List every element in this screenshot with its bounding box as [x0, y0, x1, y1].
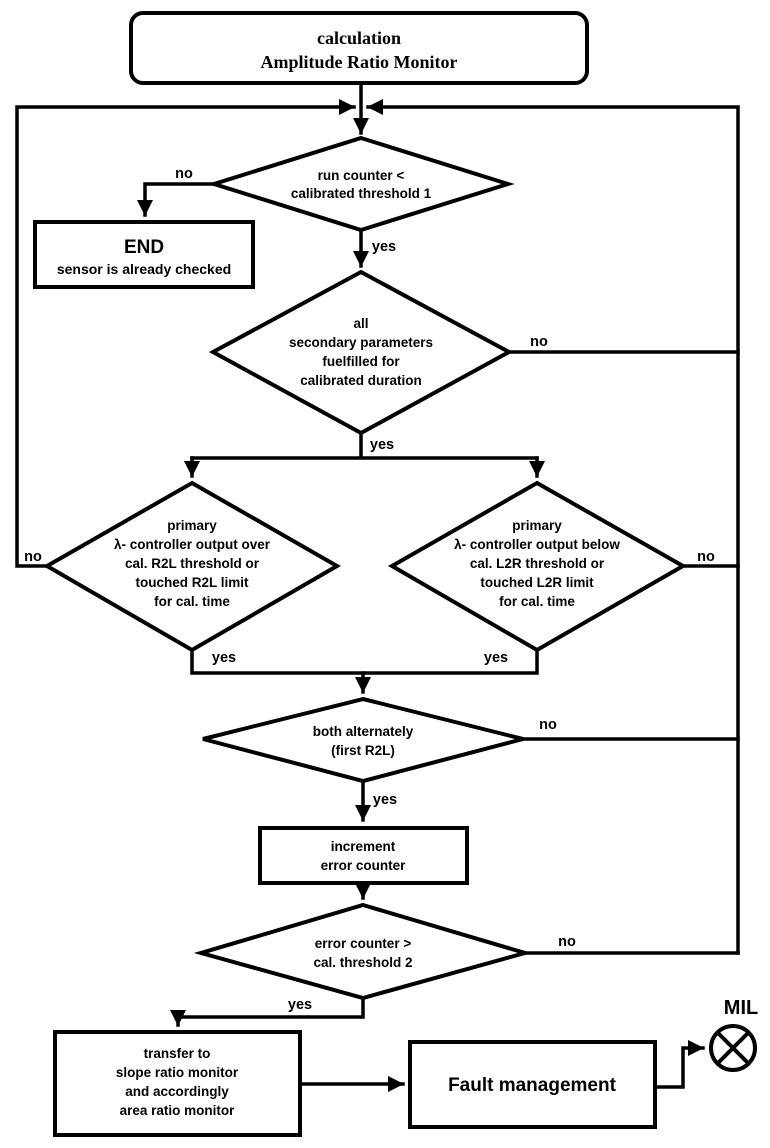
lambda-r2l-label-line-2: cal. R2L threshold or	[125, 556, 260, 571]
shapes-layer	[33, 11, 757, 1137]
edge-run-no-to-end	[137, 182, 216, 217]
lambda-r2l-label-line-4: for cal. time	[154, 594, 230, 609]
edge-label-l2r-no: no	[697, 549, 715, 565]
edge-label-run-no: no	[175, 166, 193, 182]
increment-box-shape	[258, 826, 469, 885]
lambda-r2l-decision-shape	[42, 480, 342, 653]
edge-left-loop	[15, 99, 356, 568]
edge-secondary-yes-split	[190, 431, 539, 460]
mil-label: MIL	[724, 997, 758, 1019]
start-label-line-1: Amplitude Ratio Monitor	[261, 52, 458, 72]
end-box-shape	[33, 220, 255, 289]
mil-lamp-x	[716, 1031, 750, 1065]
lambda-r2l-label-line-0: primary	[167, 518, 217, 533]
lambda-l2r-label-line-1: λ- controller output below	[454, 537, 620, 552]
edge-label-error-yes: yes	[288, 997, 312, 1013]
lambda-r2l-label-line-1: λ- controller output over	[114, 537, 271, 552]
transfer-label-line-1: slope ratio monitor	[116, 1065, 239, 1080]
start-terminator-shape	[129, 11, 589, 85]
increment-label-line-1: error counter	[321, 858, 407, 873]
both-alt-label-line-1: (first R2L)	[331, 743, 395, 758]
edge-error-yes-to-transfer	[170, 996, 365, 1027]
edge-label-secondary-yes: yes	[370, 437, 394, 453]
edge-label-both-yes: yes	[373, 792, 397, 808]
transfer-label-line-2: and accordingly	[125, 1084, 229, 1099]
error-counter-label-line-1: cal. threshold 2	[313, 955, 412, 970]
edges-layer	[15, 81, 740, 1092]
edge-labels-layer: no yes no yes no yes no yes no yes no ye…	[24, 166, 715, 1013]
lambda-l2r-label-line-2: cal. L2R threshold or	[470, 556, 605, 571]
text-layer: calculation Amplitude Ratio Monitor run …	[57, 28, 758, 1118]
secondary-label-line-0: all	[353, 316, 368, 331]
run-counter-label-line-0: run counter <	[318, 168, 405, 183]
secondary-decision-shape	[208, 269, 514, 436]
fault-label: Fault management	[448, 1075, 617, 1096]
increment-label-line-0: increment	[331, 839, 396, 854]
error-counter-decision-shape	[193, 902, 533, 1001]
secondary-label-line-3: calibrated duration	[300, 373, 422, 388]
lambda-r2l-label-line-3: touched R2L limit	[135, 575, 249, 590]
edge-label-run-yes: yes	[372, 239, 396, 255]
secondary-label-line-2: fuelfilled for	[322, 354, 400, 369]
edge-label-l2r-yes: yes	[484, 650, 508, 666]
edge-label-secondary-no: no	[530, 334, 548, 350]
error-counter-label-line-0: error counter >	[315, 936, 412, 951]
edge-label-r2l-no: no	[24, 549, 42, 565]
lamp-x-icon	[709, 1024, 757, 1072]
run-counter-decision-shape	[207, 135, 515, 233]
run-counter-label-line-1: calibrated threshold 1	[291, 186, 432, 201]
lambda-l2r-label-line-3: touched L2R limit	[480, 575, 594, 590]
lambda-l2r-label-line-0: primary	[512, 518, 562, 533]
edge-label-both-no: no	[539, 717, 557, 733]
transfer-label-line-0: transfer to	[144, 1046, 211, 1061]
edge-label-r2l-yes: yes	[212, 650, 236, 666]
both-alt-label-line-0: both alternately	[313, 724, 414, 739]
end-label-subtitle: sensor is already checked	[57, 261, 231, 277]
lambda-l2r-label-line-4: for cal. time	[499, 594, 575, 609]
lambda-l2r-decision-shape	[387, 480, 688, 653]
transfer-box-shape	[53, 1030, 302, 1137]
fault-box-shape	[408, 1040, 657, 1129]
edge-fault-to-mil	[653, 1040, 705, 1089]
secondary-label-line-1: secondary parameters	[289, 335, 433, 350]
both-alt-decision-shape	[202, 696, 524, 784]
start-label-line-0: calculation	[317, 28, 401, 48]
edge-label-error-no: no	[558, 934, 576, 950]
transfer-label-line-3: area ratio monitor	[120, 1103, 236, 1118]
edge-right-loop	[366, 99, 740, 955]
end-label-title: END	[124, 237, 164, 258]
